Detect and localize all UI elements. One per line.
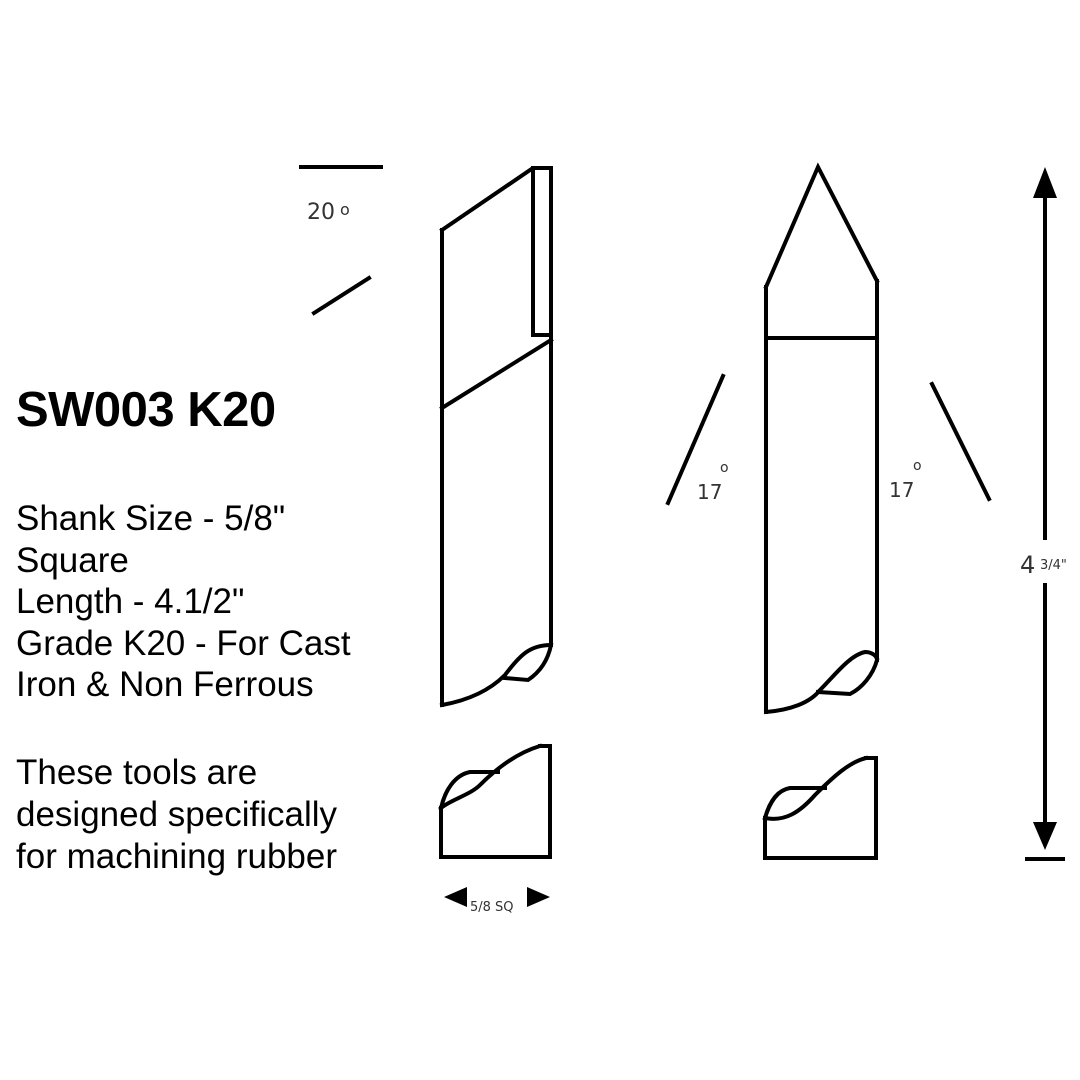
shank-width-label: 5/8 SQ	[470, 900, 514, 915]
note-line: These tools are	[16, 753, 258, 792]
spec-line: Length - 4.1/2"	[16, 582, 245, 621]
arrow-right-icon	[527, 887, 550, 907]
rake-angle-indicator	[299, 165, 383, 316]
side-angle-right-label: 17	[889, 478, 915, 502]
arrow-up-icon	[1033, 167, 1057, 198]
side-angle-left-label: 17	[697, 480, 723, 504]
side-angle-indicators	[665, 373, 992, 506]
length-dimension-arrow	[1025, 167, 1065, 861]
spec-line: Square	[16, 540, 129, 580]
tool-section-left	[438, 743, 552, 859]
side-angle-left-degree: o	[720, 460, 729, 476]
arrow-down-icon	[1033, 822, 1057, 850]
rake-angle-label: 20	[307, 200, 335, 225]
tool-front-view	[763, 162, 880, 715]
spec-line: Grade K20 - For Cast	[16, 623, 351, 663]
product-specs: Shank Size - 5/8" Square Length - 4.1/2"…	[16, 498, 351, 706]
tool-side-view	[439, 166, 554, 708]
spec-line: Shank Size - 5/8"	[16, 499, 286, 538]
spec-line: Iron & Non Ferrous	[16, 665, 314, 704]
note-line: designed specifically	[16, 795, 338, 834]
rake-degree-mark: o	[340, 200, 350, 219]
note-line: for machining rubber	[16, 837, 337, 876]
product-note: These tools are designed specifically fo…	[16, 752, 337, 878]
arrow-left-icon	[444, 887, 467, 907]
width-dimension-arrows	[444, 887, 550, 907]
overall-length-whole: 4	[1020, 551, 1036, 579]
product-title: SW003 K20	[16, 383, 276, 437]
overall-length-fraction: 3/4"	[1040, 558, 1067, 573]
tool-section-right	[762, 755, 878, 860]
side-angle-right-degree: o	[913, 458, 922, 474]
